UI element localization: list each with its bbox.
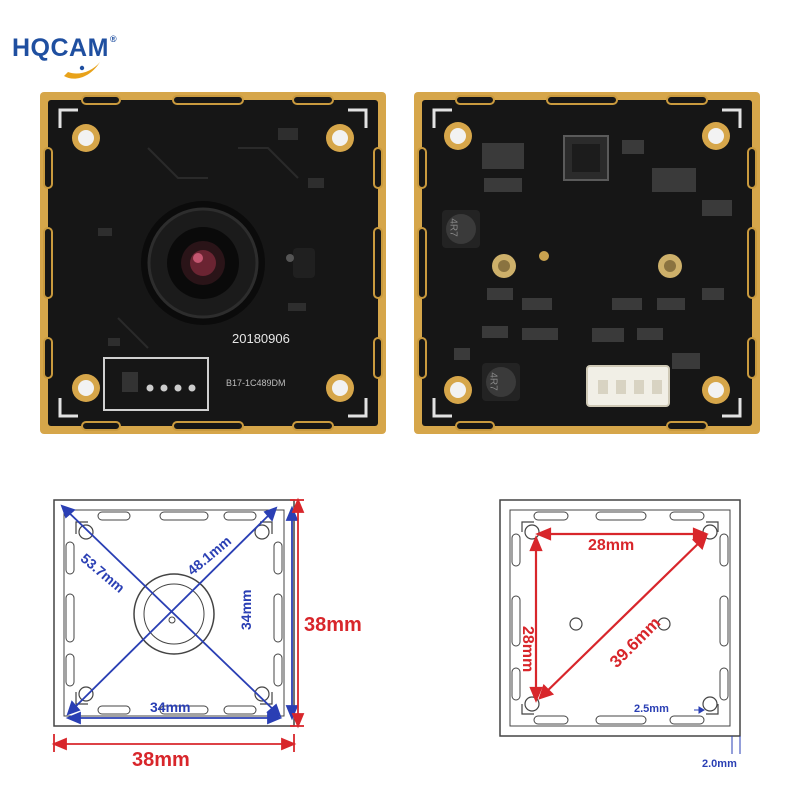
dim-inner-width: 34mm — [150, 699, 191, 715]
back-pcb-photo — [414, 92, 760, 434]
dim-inner-height: 34mm — [238, 589, 254, 630]
back-inductor-label-1: 4R7 — [447, 218, 459, 237]
dim-back-top: 28mm — [588, 537, 635, 554]
back-dimension-drawing — [499, 499, 741, 754]
dim-outer-width: 38mm — [132, 749, 190, 771]
dim-hole-offset: 2.5mm — [634, 703, 669, 715]
dim-outer-height: 38mm — [304, 614, 362, 636]
brand-name: HQCAM — [12, 34, 109, 62]
registered-mark: ® — [109, 34, 118, 44]
front-dimension-drawing — [51, 497, 305, 752]
brand-logo: HQCAM® — [12, 34, 117, 63]
dim-back-side: 28mm — [519, 626, 536, 673]
front-pcb-photo — [40, 92, 386, 434]
front-part-code: B17-1C489DM — [226, 378, 286, 388]
dim-edge-offset: 2.0mm — [702, 758, 737, 770]
brand-swoosh-icon — [64, 62, 100, 79]
back-inductor-label-2: 4R7 — [487, 372, 499, 391]
front-date-code: 20180906 — [232, 331, 290, 346]
